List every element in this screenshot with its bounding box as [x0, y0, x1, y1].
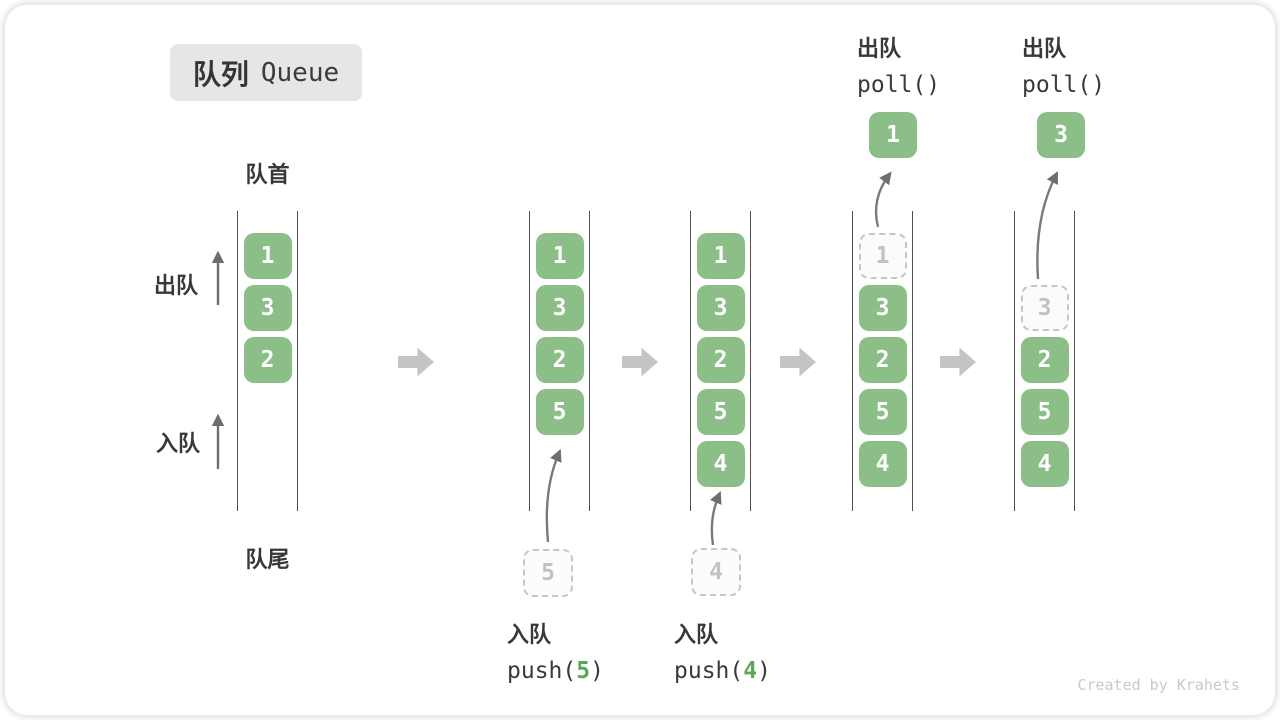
title-badge: 队列 Queue	[170, 44, 362, 101]
push-operation-5: 入队 push(5)	[507, 617, 604, 684]
queue-element-removed: 3	[1020, 285, 1069, 331]
queue-stage-poll-1: 1 3 2 5 4	[852, 211, 913, 511]
polled-element-3: 3	[1037, 112, 1085, 158]
push-5-zh-label: 入队	[507, 622, 552, 647]
next-state-arrow-icon	[398, 347, 434, 377]
queue-element: 5	[535, 389, 584, 435]
poll-operation-2: 出队 poll()	[1022, 31, 1105, 98]
queue-element: 2	[858, 337, 907, 383]
poll-1-code: poll()	[857, 72, 941, 98]
next-state-arrow-icon	[940, 347, 976, 377]
queue-element: 1	[696, 233, 745, 279]
push-4-arg: 4	[743, 658, 758, 684]
queue-element: 5	[696, 389, 745, 435]
polled-element-1: 1	[869, 112, 917, 158]
poll-1-zh-label: 出队	[857, 36, 902, 61]
queue-element: 2	[1020, 337, 1069, 383]
queue-element: 1	[243, 233, 292, 279]
queue-element: 3	[858, 285, 907, 331]
poll-operation-1: 出队 poll()	[857, 31, 940, 98]
queue-element: 1	[535, 233, 584, 279]
queue-element: 4	[696, 441, 745, 487]
push-operation-4: 入队 push(4)	[674, 617, 771, 684]
queue-front-label: 队首	[245, 162, 290, 187]
title-en: Queue	[260, 57, 340, 88]
queue-element: 2	[243, 337, 292, 383]
push-5-arg: 5	[576, 658, 591, 684]
push-5-code: push(5)	[507, 658, 604, 684]
watermark: Created by Krahets	[1077, 676, 1240, 694]
queue-element: 4	[1020, 441, 1069, 487]
enqueue-side-label: 入队	[156, 431, 201, 456]
staged-element-4: 4	[691, 548, 741, 596]
poll-2-zh-label: 出队	[1022, 36, 1067, 61]
queue-stage-poll-3: 3 2 5 4	[1014, 211, 1075, 511]
queue-stage-initial: 1 3 2	[237, 211, 298, 511]
dequeue-side-label: 出队	[154, 273, 199, 298]
queue-element: 4	[858, 441, 907, 487]
staged-element-5: 5	[523, 549, 573, 597]
queue-element: 2	[535, 337, 584, 383]
next-state-arrow-icon	[780, 347, 816, 377]
queue-rear-label: 队尾	[245, 547, 290, 572]
queue-element-removed: 1	[858, 233, 907, 279]
queue-stage-push-5: 1 3 2 5	[529, 211, 590, 511]
queue-element: 2	[696, 337, 745, 383]
queue-element: 3	[535, 285, 584, 331]
diagram-canvas: 队列 Queue 队首 队尾 出队 入队 1 3 2 1 3 2 5 1 3 2 5 4 1 3 2 5…	[5, 5, 1275, 715]
queue-element: 3	[696, 285, 745, 331]
next-state-arrow-icon	[622, 347, 658, 377]
queue-element: 3	[243, 285, 292, 331]
title-zh: 队列	[192, 58, 249, 90]
push-4-zh-label: 入队	[674, 622, 719, 647]
queue-stage-push-4: 1 3 2 5 4	[690, 211, 751, 511]
poll-2-code: poll()	[1022, 72, 1106, 98]
queue-element: 5	[858, 389, 907, 435]
queue-element: 5	[1020, 389, 1069, 435]
push-4-code: push(4)	[674, 658, 771, 684]
